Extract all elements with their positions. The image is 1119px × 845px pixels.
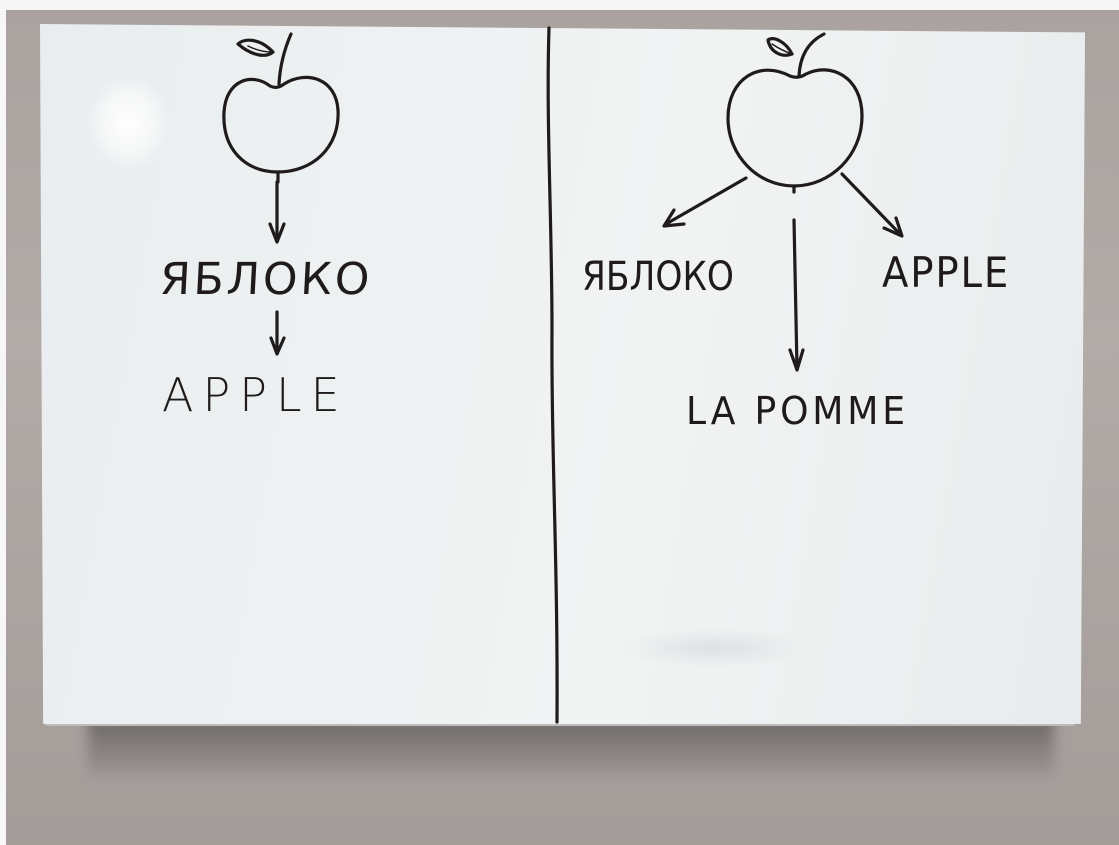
left-russian-word: ЯБЛОКО: [158, 254, 374, 305]
left-english-word: APPLE: [162, 368, 349, 422]
whiteboard: [40, 24, 1085, 724]
apple-icon: [726, 32, 864, 194]
right-english-word: APPLE: [882, 248, 1011, 297]
light-glare: [88, 78, 168, 168]
divider-line: [546, 26, 559, 724]
right-russian-word: ЯБЛОКО: [582, 254, 734, 300]
arrow-down-icon: [788, 218, 805, 372]
arrow-left-down-icon: [662, 176, 748, 228]
apple-icon: [222, 32, 340, 184]
arrow-down-icon: [269, 310, 286, 356]
arrow-right-down-icon: [840, 172, 904, 238]
board-shadow: [88, 718, 1054, 776]
erased-smudge: [618, 628, 808, 668]
right-french-word: LA POMME: [686, 389, 909, 433]
arrow-down-icon: [268, 180, 286, 244]
